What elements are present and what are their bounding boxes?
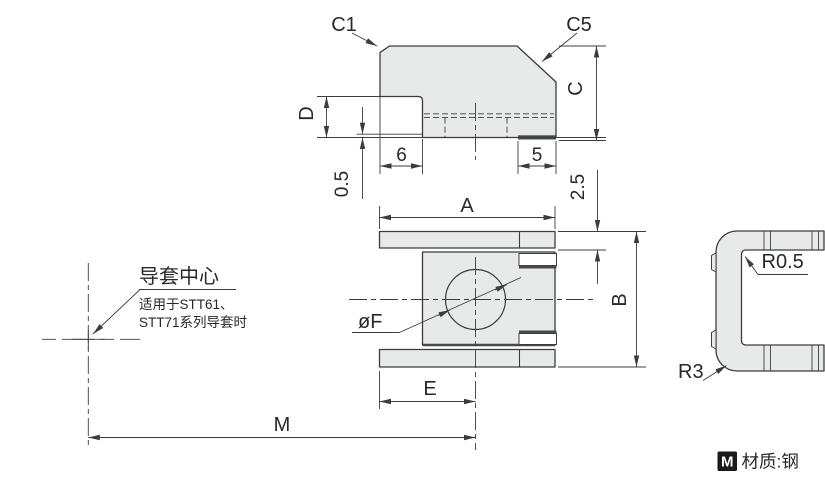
dim-b: B bbox=[558, 231, 646, 368]
dim-label-b: B bbox=[609, 293, 631, 306]
c5-leader bbox=[541, 32, 578, 62]
callout-r3: R3 bbox=[678, 361, 727, 383]
front-view: A 2.5 B øF E bbox=[88, 170, 646, 450]
callout-dia-f: øF bbox=[352, 277, 522, 333]
callout-r0-5: R0.5 bbox=[744, 251, 808, 275]
c1-leader bbox=[351, 32, 378, 47]
dim-label-c5: C5 bbox=[566, 14, 592, 36]
dim-d: D bbox=[296, 96, 380, 138]
clamp-slot-bottom bbox=[518, 330, 557, 345]
r0-5-leader bbox=[744, 256, 759, 275]
dim-c: C bbox=[559, 45, 606, 141]
dim-a: A bbox=[379, 195, 556, 229]
material-note: M 材质:钢 bbox=[717, 451, 799, 472]
hidden-lines bbox=[424, 113, 554, 137]
dim-label-dia-f: øF bbox=[358, 311, 382, 333]
r3-leader bbox=[702, 365, 727, 381]
dim-label-6: 6 bbox=[396, 145, 407, 166]
material-badge-letter: M bbox=[721, 454, 734, 471]
arm-edge-lines bbox=[763, 231, 819, 371]
dim-label-2-5: 2.5 bbox=[568, 174, 589, 200]
dim-0-5: 0.5 bbox=[332, 107, 366, 199]
clamp-slot-top bbox=[518, 253, 557, 269]
top-view-outline bbox=[379, 45, 557, 139]
top-view: C D 0.5 6 5 C1 bbox=[296, 14, 606, 199]
dim-label-c: C bbox=[565, 81, 587, 95]
callout-c5: C5 bbox=[541, 14, 592, 62]
dim-6: 6 bbox=[379, 97, 423, 174]
callout-c1: C1 bbox=[331, 14, 378, 47]
dim-label-0-5: 0.5 bbox=[332, 171, 353, 197]
material-badge bbox=[717, 451, 737, 471]
dim-label-r0-5: R0.5 bbox=[762, 251, 804, 273]
dim-5: 5 bbox=[517, 141, 557, 174]
dim-label-e: E bbox=[423, 378, 436, 400]
dim-label-r3: R3 bbox=[678, 361, 704, 383]
guide-sleeve-note: 导套中心 适用于STT61、 STT71系列导套时 bbox=[42, 263, 247, 447]
dim-label-d: D bbox=[296, 106, 318, 120]
dim-label-m: M bbox=[274, 414, 291, 436]
bottom-flange bbox=[378, 348, 556, 368]
side-view: R0.5 R3 bbox=[678, 230, 825, 383]
dim-e: E bbox=[379, 371, 476, 409]
note-leader bbox=[92, 289, 140, 335]
dim-m: M bbox=[88, 414, 476, 441]
dim-label-c1: C1 bbox=[331, 14, 357, 36]
clamp-pad-top bbox=[711, 252, 717, 273]
top-flange bbox=[378, 230, 556, 249]
note-line1: 适用于STT61、 bbox=[139, 297, 234, 312]
dim-label-5: 5 bbox=[532, 145, 543, 166]
dim-label-a: A bbox=[460, 195, 474, 217]
clamp-pad-bottom bbox=[711, 329, 717, 350]
note-line2: STT71系列导套时 bbox=[139, 315, 247, 330]
side-view-outline bbox=[715, 230, 825, 372]
material-label: 材质:钢 bbox=[742, 452, 799, 472]
note-title: 导套中心 bbox=[139, 265, 219, 288]
dim-2-5: 2.5 bbox=[558, 170, 646, 284]
